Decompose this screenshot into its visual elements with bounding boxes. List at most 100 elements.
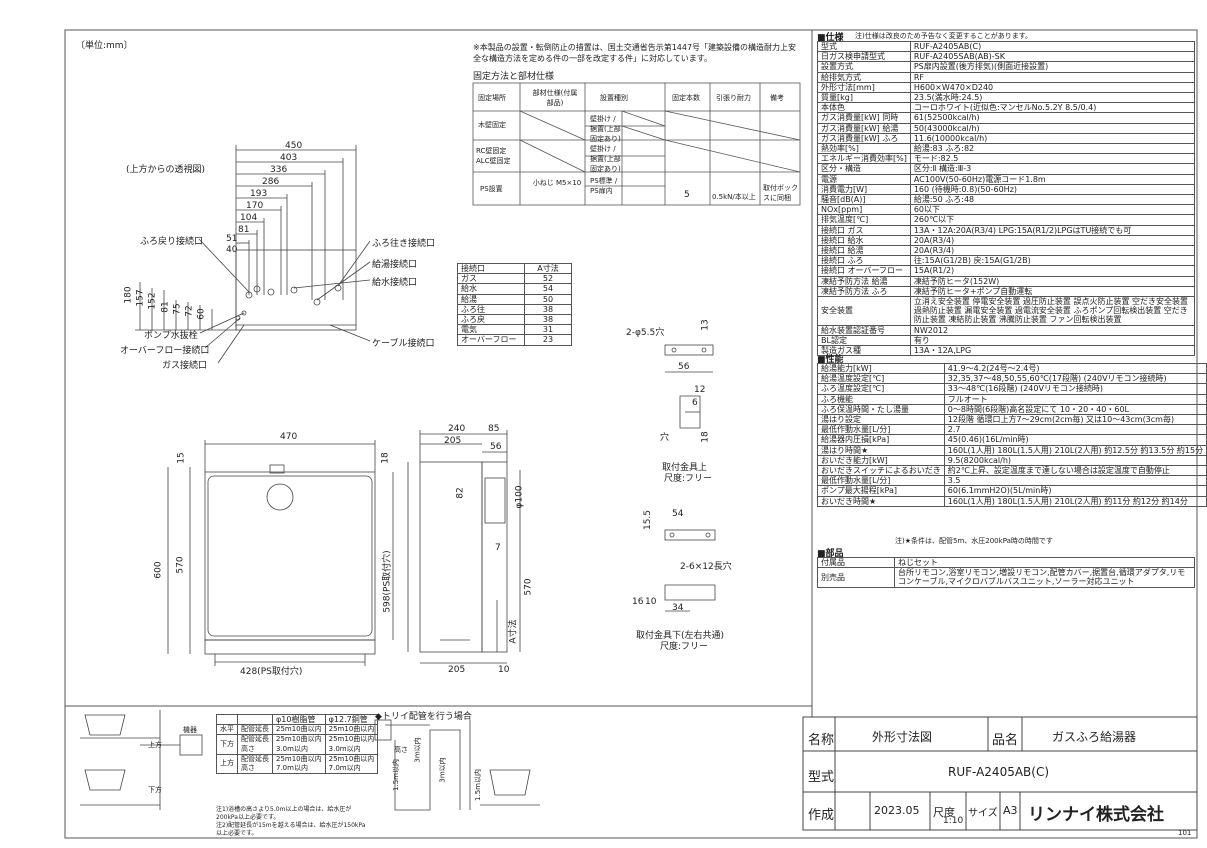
dim-40: 40 bbox=[226, 245, 238, 255]
dim-152: 152 bbox=[147, 292, 158, 310]
dim-570-side: 570 bbox=[523, 578, 534, 596]
dim-470: 470 bbox=[280, 432, 298, 442]
spec-title: ■仕様 bbox=[817, 33, 844, 43]
table-row: NOx[ppm]60以下 bbox=[817, 204, 1196, 216]
spec-value: PS扉内設置(後方排気)(側面近接設置) bbox=[909, 61, 1196, 73]
table-row: ふろ温度設定[℃]33～48℃(16段階) (240Vリモコン接続時) bbox=[817, 383, 1207, 395]
front-view bbox=[167, 440, 394, 666]
dim-72: 72 bbox=[184, 305, 195, 317]
dim-600: 600 bbox=[153, 561, 164, 579]
dim-10: 10 bbox=[498, 665, 510, 675]
label-furo-supply: ふろ往き接続口 bbox=[372, 239, 436, 249]
spec-value: モード:82.5 bbox=[909, 153, 1196, 165]
spec-note: 注)仕様は改良のため予告なく変更することがあります。 bbox=[855, 32, 1033, 40]
fix-row-wood: 木壁固定 bbox=[478, 121, 506, 129]
spec-key: 湯はり時間★ bbox=[817, 444, 945, 456]
fix-header-place: 固定場所 bbox=[478, 94, 506, 102]
spec-value: 0～8時間(6段階)高名設定にて 10・20・40・60L bbox=[943, 403, 1207, 416]
fix-table-title: 固定方法と部材仕様 bbox=[473, 72, 555, 82]
table-row: おいだきスイッチによるおいだき約2℃上昇、設定温度まで達しない場合は設定温度で自… bbox=[817, 465, 1207, 477]
dim-157: 157 bbox=[135, 289, 146, 307]
bracket1-6: 6 bbox=[692, 398, 698, 408]
fix-row-rc: RC壁固定 ALC壁固定 bbox=[476, 147, 511, 165]
fix-row-ps-remark: 取付ボックスに同梱 bbox=[763, 184, 798, 202]
table-row: 外形寸法[mm]H600×W470×D240 bbox=[817, 81, 1196, 94]
spec-key: おいだき時間★ bbox=[817, 495, 945, 507]
spec-key: 排気温度[℃] bbox=[817, 214, 911, 226]
dim-286: 286 bbox=[262, 177, 280, 187]
bracket1-caption: 取付金具上 bbox=[662, 463, 708, 473]
spec-value: 3.5 bbox=[943, 475, 1207, 487]
brackets bbox=[664, 344, 716, 612]
bracket2-16: 16 bbox=[632, 597, 644, 607]
top-view-label: (上方からの透視図) bbox=[126, 165, 206, 175]
spec-value: RUF-A2405SAB(AB)-SK bbox=[909, 51, 1196, 63]
bracket1-13: 13 bbox=[700, 319, 711, 331]
trap-title: ◆トリイ配管を行う場合 bbox=[375, 712, 472, 722]
pipe-diagrams bbox=[80, 710, 540, 811]
spec-key: NOx[ppm] bbox=[817, 204, 911, 216]
spec-value: 往:15A(G1/2B) 戻:15A(G1/2B) bbox=[909, 255, 1196, 267]
dim-180: 180 bbox=[123, 286, 134, 304]
table-row: 質量[kg]23.5(満水時:24.5) bbox=[817, 92, 1196, 104]
perf-table: 給湯能力[kW]41.9～4.2(24号～2.4号)給湯温度設定[℃]32,35… bbox=[817, 362, 1207, 507]
spec-value: 33～48℃(16段階) (240Vリモコン接続時) bbox=[943, 383, 1207, 395]
bracket2-scale: 尺度:フリー bbox=[660, 642, 709, 652]
dim-240: 240 bbox=[448, 424, 466, 434]
tb-company: リンナイ株式会社 bbox=[1028, 805, 1164, 825]
perf-note: 注)★条件は、配管5m、水圧200kPa時の時間です bbox=[895, 537, 1053, 545]
fix-row-wood-type: 壁掛け / 据置(上部固定あり) bbox=[590, 115, 621, 143]
table-row: 排気温度[℃]260℃以下 bbox=[817, 214, 1196, 226]
tb-model-label: 型式 bbox=[808, 770, 835, 785]
spec-value: RF bbox=[909, 71, 1196, 83]
fix-header-strength: 引張り耐力 bbox=[716, 94, 751, 102]
spec-key: 騒音[dB(A)] bbox=[817, 194, 911, 206]
dim-51: 51 bbox=[226, 234, 238, 244]
label-cold-water: 給水接続口 bbox=[372, 278, 418, 288]
table-row: ふろ機能フルオート bbox=[817, 393, 1207, 405]
spec-value: 45(0.46)(16L/min時) bbox=[943, 434, 1207, 446]
spec-value: 約2℃上昇、設定温度まで達しない場合は設定温度で自動停止 bbox=[943, 465, 1207, 477]
spec-value: 32,35,37～48,50,55,60℃(17段階) (240Vリモコン接続時… bbox=[943, 373, 1207, 385]
dim-a: A寸法 bbox=[508, 619, 519, 644]
spec-value: 60(6.1mmH2O)(5L/min時) bbox=[943, 485, 1207, 497]
tb-scale-label: 尺度 bbox=[933, 806, 955, 819]
spec-key: 接続口 給湯 bbox=[817, 245, 911, 257]
spec-value: 区分:Ⅱ 構造:Ⅲ-3 bbox=[909, 163, 1196, 175]
trap-label-unit: 機器 bbox=[183, 726, 197, 734]
fix-row-ps-count: 5 bbox=[684, 190, 690, 200]
spec-key: 本体色 bbox=[817, 102, 911, 114]
dim-336: 336 bbox=[270, 165, 288, 175]
pipe-note-1: 注1)浴槽の高さより5.0m以上の場合は、給水圧が200kPa以上必要です。 bbox=[216, 806, 352, 821]
spec-value: 立消え安全装置 停電安全装置 過圧防止装置 誤点火防止装置 空だき安全装置 過熱… bbox=[909, 296, 1196, 326]
spec-key: 湯はり設定 bbox=[817, 414, 945, 426]
bracket2-15: 15.5 bbox=[643, 509, 654, 531]
spec-key: 最低作動水量[L/分] bbox=[817, 424, 945, 436]
table-row: 最低作動水量[L/分]2.7 bbox=[817, 424, 1207, 436]
spec-key: 凍結予防方法 給湯 bbox=[817, 275, 911, 287]
spec-key: BL認定 bbox=[817, 334, 911, 347]
spec-value: 13A・12A,LPG bbox=[909, 345, 1196, 357]
spec-key: 外形寸法[mm] bbox=[817, 81, 911, 94]
spec-key: 給湯温度設定[℃] bbox=[817, 373, 945, 385]
dim-phi100: φ100 bbox=[514, 485, 525, 509]
title-block-lines bbox=[802, 716, 1198, 831]
page-number: 101 bbox=[1178, 829, 1192, 837]
dim-570: 570 bbox=[175, 556, 186, 574]
label-overflow: オーバーフロー接続口 bbox=[120, 346, 210, 356]
spec-value: 61(52500kcal/h) bbox=[909, 112, 1196, 124]
spec-key: 電源 bbox=[817, 173, 911, 185]
spec-key: 設置方式 bbox=[817, 61, 911, 73]
spec-value: H600×W470×D240 bbox=[909, 81, 1196, 94]
spec-key: 接続口 給水 bbox=[817, 234, 911, 247]
bracket1-12: 12 bbox=[694, 385, 706, 395]
